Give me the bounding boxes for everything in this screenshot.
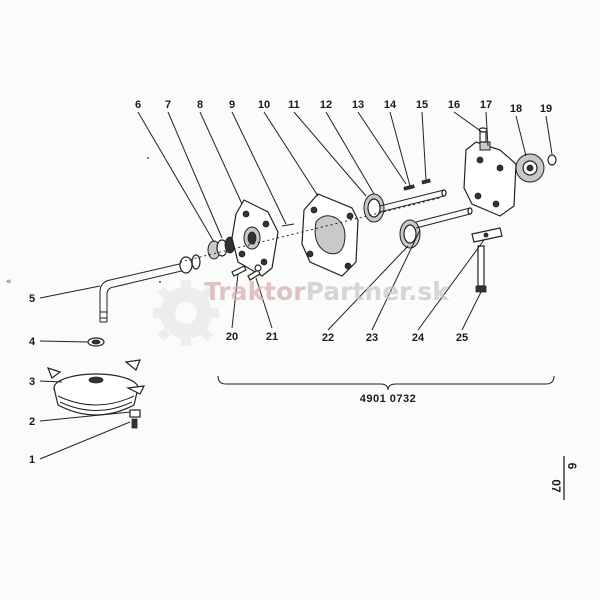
callout-19: 19	[540, 103, 552, 115]
callout-21: 21	[266, 331, 278, 343]
drive-gear-external	[515, 153, 545, 183]
union-nut	[207, 236, 236, 260]
oil-strainer	[46, 359, 146, 416]
pump-body	[463, 141, 517, 217]
callout-4: 4	[29, 336, 36, 348]
callout-5: 5	[29, 293, 35, 305]
callout-2: 2	[29, 416, 35, 428]
callout-24: 24	[412, 332, 425, 344]
suction-pipe	[99, 254, 201, 323]
leader-lines	[39, 111, 553, 460]
assembly-bracket	[217, 375, 555, 391]
callout-3: 3	[29, 376, 35, 388]
mounting-bolt	[475, 245, 487, 293]
callout-6: 6	[135, 99, 141, 111]
page-mark-top: 6	[565, 463, 579, 470]
callout-13: 13	[352, 99, 364, 111]
dowel-pin	[281, 223, 295, 227]
page-mark: 6 07	[549, 456, 579, 500]
pump-cover	[231, 199, 279, 277]
callout-22: 22	[322, 332, 334, 344]
cover-screws	[231, 264, 262, 281]
watermark-gear-icon	[153, 280, 219, 346]
callout-8: 8	[197, 99, 203, 111]
pump-housing	[301, 193, 359, 277]
callout-25: 25	[456, 332, 468, 344]
driven-gear	[399, 207, 473, 249]
watermark-text: TraktorPartner.sk	[204, 277, 450, 306]
callout-14: 14	[384, 99, 397, 111]
mounting-bracket	[471, 227, 503, 243]
drive-gear	[363, 189, 447, 223]
callout-23: 23	[366, 332, 378, 344]
callout-7: 7	[165, 99, 171, 111]
callout-10: 10	[258, 99, 270, 111]
callout-16: 16	[448, 99, 460, 111]
speck	[159, 281, 161, 283]
callout-18: 18	[510, 103, 522, 115]
callout-20: 20	[226, 331, 238, 343]
callout-12: 12	[320, 99, 332, 111]
callout-15: 15	[416, 99, 428, 111]
callout-17: 17	[480, 99, 492, 111]
speck	[147, 157, 149, 159]
page-mark-bottom: 07	[549, 479, 563, 493]
nut-and-bolt	[129, 409, 141, 429]
callout-1: 1	[29, 454, 35, 466]
callout-11: 11	[288, 99, 300, 111]
shaft-keys	[403, 178, 431, 191]
assembly-number: 4901 0732	[360, 393, 417, 405]
sealing-ring	[87, 337, 105, 347]
callout-9: 9	[229, 99, 235, 111]
edge-mark: «	[6, 277, 12, 287]
circlip	[547, 154, 557, 166]
